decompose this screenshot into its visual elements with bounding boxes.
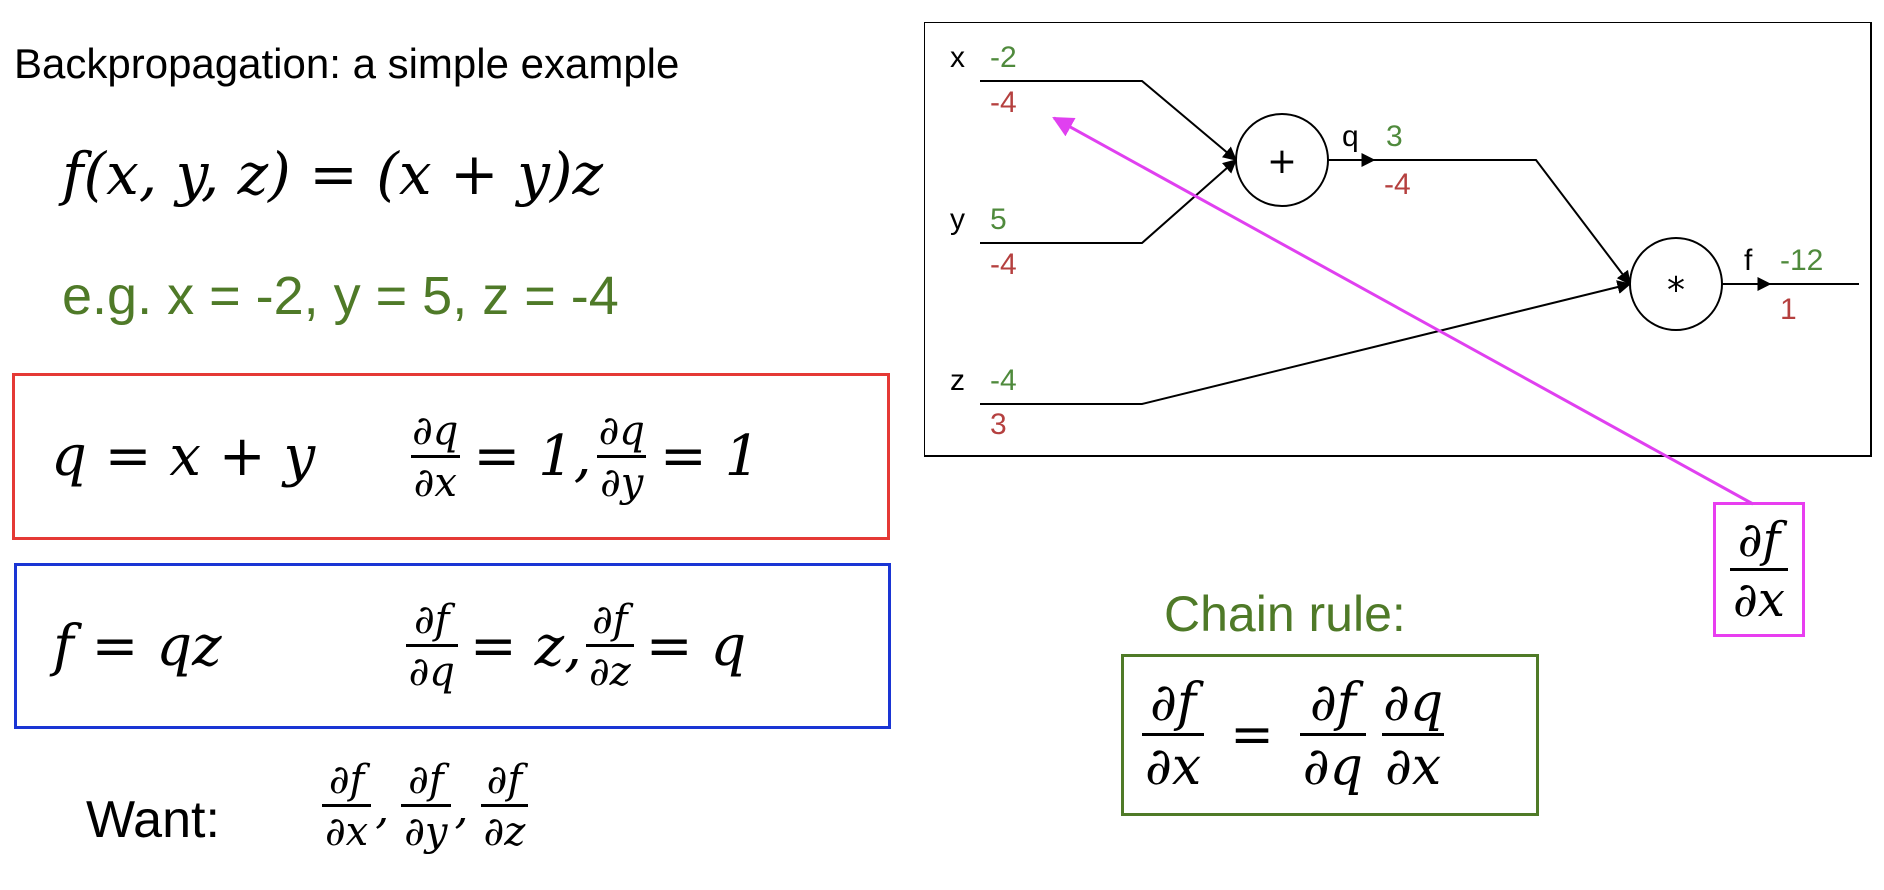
input-y-name: y: [950, 203, 965, 236]
input-x-value: -2: [990, 41, 1017, 74]
df-dz-fraction: ∂f ∂z: [585, 600, 634, 692]
want-df-dy: ∂f ∂y: [401, 760, 451, 852]
f-derivative-box: f = qz ∂f ∂q = z, ∂f ∂z = q: [14, 563, 891, 729]
df-dx-annotation-box: ∂f ∂x: [1713, 502, 1805, 637]
chain-rule-label: Chain rule:: [1164, 586, 1406, 642]
annotation-fraction: ∂f ∂x: [1730, 516, 1788, 624]
want-df-dz: ∂f ∂z: [480, 760, 529, 852]
edge-z-to-mul: [980, 280, 1632, 405]
dq-dx-fraction: ∂q ∂x: [410, 407, 460, 506]
want-label: Want:: [86, 791, 220, 849]
add-op-label: +: [1267, 141, 1297, 182]
input-x-name: x: [950, 41, 965, 74]
input-z-name: z: [950, 364, 965, 397]
node-q-name: q: [1342, 120, 1359, 153]
annotation-arrow: [1052, 116, 1754, 506]
edge-x-to-add: [980, 80, 1238, 161]
node-f-name: f: [1744, 244, 1753, 277]
chain-df-dq-fraction: ∂f ∂q: [1299, 677, 1366, 793]
graph-frame: [924, 22, 1872, 457]
function-definition: f(x, y, z) = (x + y)z: [62, 140, 604, 208]
add-node: [1235, 113, 1329, 207]
node-q-value: 3: [1386, 120, 1403, 153]
dq-dx-value: = 1,: [473, 424, 592, 489]
chain-equals: =: [1230, 705, 1274, 765]
chain-dq-dx-fraction: ∂q ∂x: [1381, 673, 1445, 797]
df-dz-value: = q: [645, 613, 747, 679]
example-values: e.g. x = -2, y = 5, z = -4: [62, 266, 619, 326]
node-f-grad: 1: [1780, 293, 1797, 326]
computational-graph: + * x -2 -4 y 5 -4 z -4 3 q 3 -4 f -12 1: [924, 22, 1872, 506]
want-derivatives: ∂f ∂x , ∂f ∂y , ∂f ∂z: [318, 760, 532, 852]
df-dq-fraction: ∂f ∂q: [405, 600, 458, 692]
dq-dy-fraction: ∂q ∂y: [597, 407, 647, 506]
multiply-op-label: *: [1667, 270, 1685, 311]
edge-y-to-add: [980, 159, 1238, 244]
input-z-value: -4: [990, 364, 1017, 397]
chain-lhs-fraction: ∂f ∂x: [1142, 677, 1205, 793]
input-y-grad: -4: [990, 248, 1017, 281]
df-dq-value: = z,: [469, 613, 582, 679]
input-y-value: 5: [990, 203, 1007, 236]
node-f-value: -12: [1780, 244, 1823, 277]
dq-dy-value: = 1: [659, 424, 761, 489]
edge-q-to-mul: [1374, 159, 1631, 286]
chain-rule-box: ∂f ∂x = ∂f ∂q ∂q ∂x: [1121, 654, 1539, 816]
f-equation: f = qz: [53, 613, 222, 679]
input-z-grad: 3: [990, 408, 1007, 441]
input-x-grad: -4: [990, 86, 1017, 119]
q-equation: q = x + y: [51, 424, 316, 489]
slide-title: Backpropagation: a simple example: [14, 40, 680, 87]
q-derivative-box: q = x + y ∂q ∂x = 1, ∂q ∂y = 1: [12, 373, 890, 540]
multiply-node: [1629, 237, 1723, 331]
want-df-dx: ∂f ∂x: [322, 760, 372, 852]
node-q-grad: -4: [1384, 168, 1411, 201]
